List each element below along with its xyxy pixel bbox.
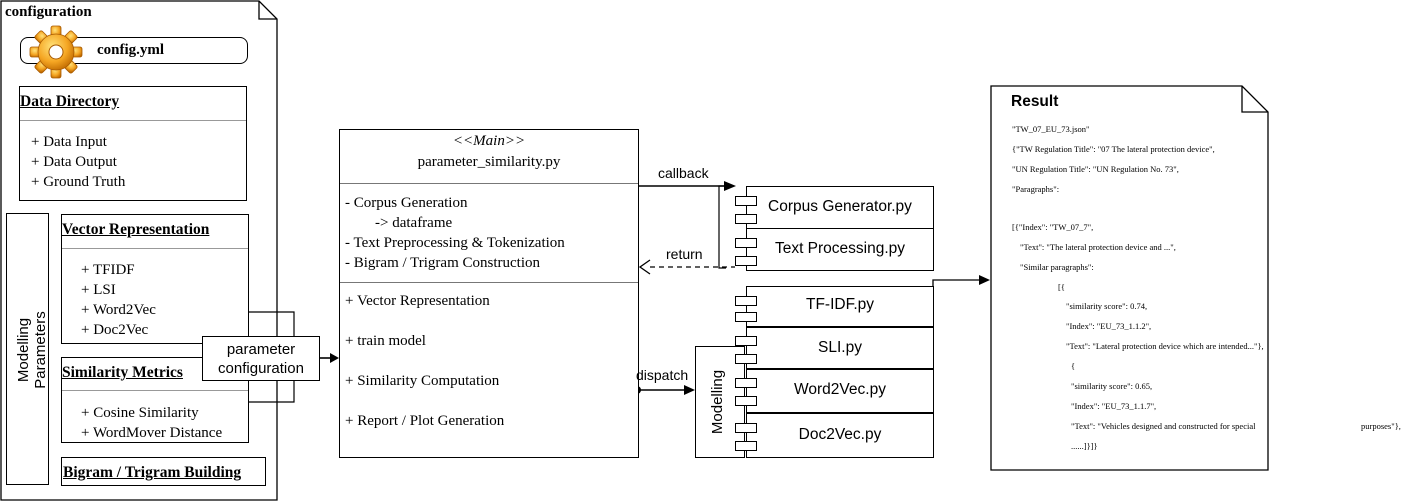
- main-section2-item: + Report / Plot Generation: [345, 413, 505, 429]
- main-section2-item: + Vector Representation: [345, 293, 490, 309]
- data-directory-header: Data Directory: [20, 93, 120, 110]
- modelling-parameters-label-line1: Modelling: [15, 317, 32, 383]
- component-port: [735, 396, 757, 406]
- parameter-configuration-line1: parameter: [226, 341, 296, 358]
- sli-label: SLI.py: [818, 339, 862, 356]
- component-port: [735, 378, 757, 388]
- result-line: "Text": "Vehicles designed and construct…: [1071, 421, 1256, 431]
- modelling-parameters-box: [6, 213, 49, 485]
- vector-representation-item: + TFIDF: [81, 262, 135, 278]
- vector-representation-box: [61, 214, 249, 344]
- main-section1-item: - Corpus Generation: [345, 195, 468, 211]
- result-line: "Index": "EU_73_1.1.7",: [1071, 401, 1157, 411]
- data-directory-separator: [20, 120, 246, 121]
- result-line: [{: [1058, 282, 1065, 292]
- result-title: Result: [1011, 93, 1059, 110]
- bigram-trigram-box: [61, 457, 266, 486]
- doc2vec-component: [746, 413, 934, 458]
- config-file-label: config.yml: [97, 42, 165, 58]
- data-directory-item: + Data Output: [31, 154, 117, 170]
- sli-component: [746, 327, 934, 369]
- word2vec-component: [746, 369, 934, 413]
- main-section1-item: - Text Preprocessing & Tokenization: [345, 235, 565, 251]
- main-stereotype: <<Main>>: [452, 133, 526, 149]
- result-document-outline: [990, 85, 1269, 471]
- text-processing-label: Text Processing.py: [774, 240, 906, 257]
- result-line: "UN Regulation Title": "UN Regulation No…: [1012, 164, 1179, 174]
- dispatch-arrowhead: [684, 385, 695, 395]
- similarity-metrics-connector: [248, 380, 295, 403]
- vector-representation-item: + Doc2Vec: [81, 322, 149, 338]
- result-line: "Similar paragraphs":: [1020, 262, 1094, 272]
- component-port: [735, 312, 757, 322]
- component-port: [735, 441, 757, 451]
- result-line: "TW_07_EU_73.json": [1012, 124, 1090, 134]
- component-port: [735, 296, 757, 306]
- result-line: purposes"},: [1361, 421, 1401, 431]
- vector-representation-header: Vector Representation: [62, 221, 210, 238]
- corpus-group-bracket: [718, 185, 726, 269]
- tfidf-to-result-arrowhead: [979, 275, 990, 285]
- main-separator-2: [340, 282, 638, 283]
- tfidf-to-result-line: [932, 279, 980, 305]
- doc2vec-label: Doc2Vec.py: [798, 426, 882, 443]
- similarity-metrics-item: + WordMover Distance: [81, 425, 223, 441]
- component-port: [735, 214, 757, 224]
- tfidf-component: [746, 286, 934, 327]
- dispatch-label: dispatch: [636, 367, 689, 383]
- result-line: [{"Index": "TW_07_7",: [1012, 222, 1094, 232]
- component-port: [735, 196, 757, 206]
- vector-representation-item: + LSI: [81, 282, 116, 298]
- result-line: "Index": "EU_73_1.1.2",: [1066, 321, 1152, 331]
- data-directory-box: [19, 86, 247, 201]
- result-line: "Paragraphs":: [1012, 184, 1060, 194]
- corpus-generator-component: [746, 186, 934, 230]
- parameter-configuration-line2: configuration: [218, 360, 304, 377]
- result-document-fold: [1241, 86, 1268, 113]
- vector-representation-separator: [62, 248, 248, 249]
- vector-representation-item: + Word2Vec: [81, 302, 156, 318]
- configuration-title: configuration: [5, 4, 92, 20]
- main-section2-item: + train model: [345, 333, 426, 349]
- vector-rep-connector: [248, 311, 295, 336]
- word2vec-label: Word2Vec.py: [794, 381, 886, 398]
- result-line: "similarity score": 0.65,: [1071, 381, 1153, 391]
- callback-label: callback: [658, 165, 709, 181]
- text-processing-component: [746, 228, 934, 271]
- result-line: {"TW Regulation Title": "07 The lateral …: [1012, 144, 1215, 154]
- main-section1-item: -> dataframe: [375, 215, 453, 231]
- similarity-metrics-header: Similarity Metrics: [62, 364, 183, 381]
- component-port: [735, 336, 757, 346]
- similarity-metrics-separator: [62, 390, 248, 391]
- corpus-generator-label: Corpus Generator.py: [768, 198, 912, 215]
- result-line: "similarity score": 0.74,: [1066, 301, 1148, 311]
- configuration-document-fold: [258, 1, 277, 20]
- modelling-parameters-label: Modelling Parameters: [15, 214, 49, 486]
- return-label: return: [666, 246, 703, 262]
- main-section1-item: - Bigram / Trigram Construction: [345, 255, 540, 271]
- result-line: ......]}]}: [1071, 441, 1098, 451]
- bigram-trigram-label: Bigram / Trigram Building: [63, 464, 242, 481]
- result-line: {: [1071, 361, 1076, 371]
- similarity-metrics-item: + Cosine Similarity: [81, 405, 199, 421]
- modelling-parameters-label-line2: Parameters: [32, 311, 49, 389]
- component-port: [735, 238, 757, 248]
- gear-icon: [26, 22, 86, 82]
- parameter-configuration-box: parameter configuration: [202, 336, 320, 381]
- component-port: [735, 423, 757, 433]
- return-arrowhead: [638, 259, 651, 275]
- modelling-group-label: Modelling: [709, 369, 726, 435]
- main-class-name: parameter_similarity.py: [417, 154, 561, 170]
- result-line: "Text": "Lateral protection device which…: [1066, 341, 1264, 351]
- result-line: "Text": "The lateral protection device a…: [1020, 242, 1176, 252]
- data-directory-item: + Data Input: [31, 134, 107, 150]
- component-port: [735, 354, 757, 364]
- param-to-main-arrowhead: [330, 353, 339, 363]
- main-section2-item: + Similarity Computation: [345, 373, 500, 389]
- data-directory-item: + Ground Truth: [31, 174, 126, 190]
- tfidf-label: TF-IDF.py: [805, 296, 875, 313]
- component-port: [735, 256, 757, 266]
- main-separator-1: [340, 183, 638, 184]
- callback-arrowhead: [724, 181, 736, 191]
